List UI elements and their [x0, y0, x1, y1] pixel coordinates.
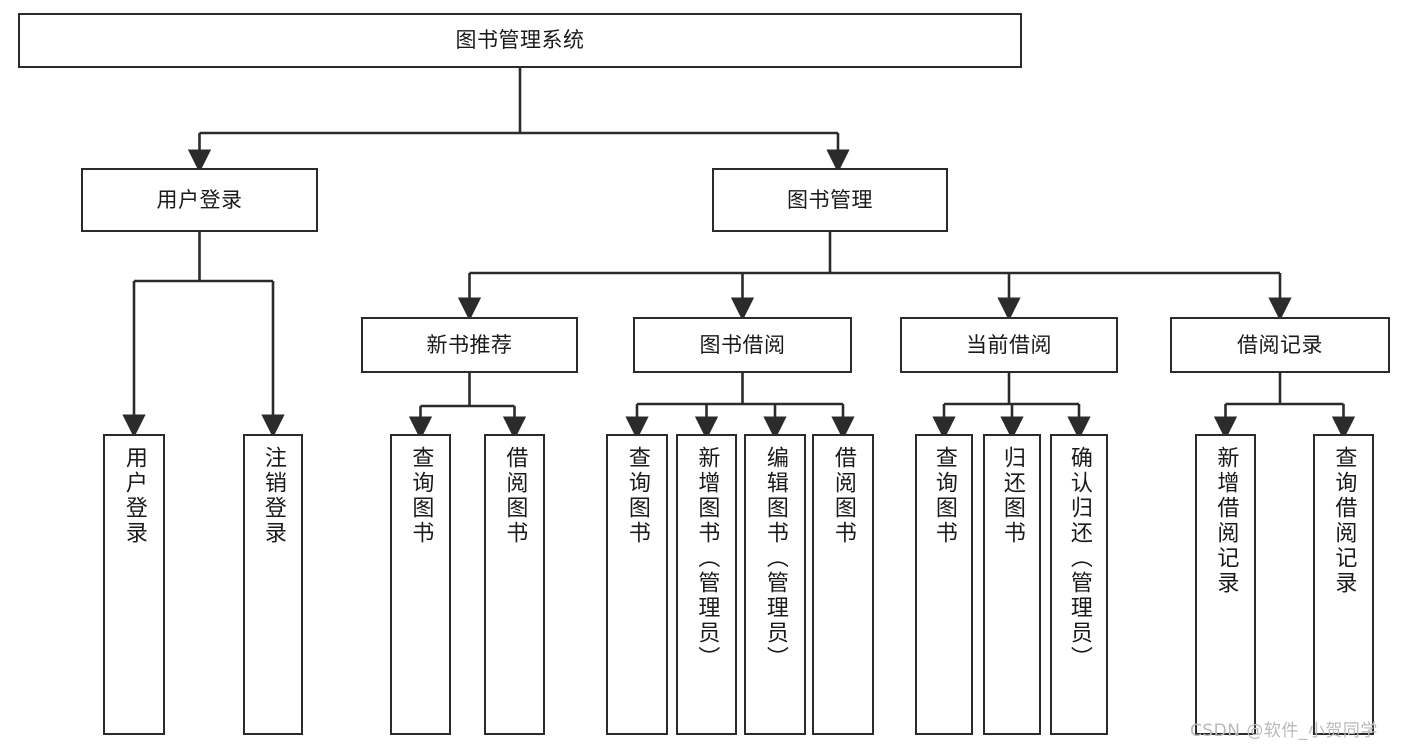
node-leaf-11[interactable]: 新增借阅记录	[1195, 434, 1256, 735]
node-level3-1[interactable]: 图书借阅	[633, 317, 852, 373]
node-level3-2-label: 当前借阅	[966, 332, 1052, 357]
node-level2-0-label: 用户登录	[156, 187, 243, 212]
node-leaf-5[interactable]: 新增图书（管理员）	[676, 434, 737, 735]
node-level2-1-label: 图书管理	[787, 187, 873, 212]
node-leaf-12-label: 查询借阅记录	[1331, 446, 1357, 596]
node-leaf-10[interactable]: 确认归还（管理员）	[1050, 434, 1108, 735]
edges-borrow-record	[1213, 373, 1356, 440]
node-level3-2[interactable]: 当前借阅	[900, 317, 1118, 373]
edges-new-book	[408, 373, 527, 440]
edges-book-manage	[457, 232, 1292, 321]
node-level3-3[interactable]: 借阅记录	[1170, 317, 1390, 373]
node-root[interactable]: 图书管理系统	[18, 13, 1022, 68]
node-leaf-7[interactable]: 借阅图书	[812, 434, 874, 735]
node-leaf-3[interactable]: 借阅图书	[484, 434, 545, 735]
node-leaf-2-label: 查询图书	[408, 446, 434, 546]
node-leaf-0[interactable]: 用户登录	[103, 434, 165, 735]
node-leaf-4-label: 查询图书	[624, 446, 650, 546]
node-level3-0-label: 新书推荐	[426, 332, 513, 357]
node-level3-1-label: 图书借阅	[699, 332, 786, 357]
edges-root	[187, 68, 850, 173]
node-level3-0[interactable]: 新书推荐	[361, 317, 578, 373]
node-leaf-0-label: 用户登录	[121, 446, 147, 546]
node-leaf-8[interactable]: 查询图书	[915, 434, 973, 735]
node-leaf-12[interactable]: 查询借阅记录	[1313, 434, 1374, 735]
node-leaf-11-label: 新增借阅记录	[1213, 446, 1239, 596]
node-leaf-10-label: 确认归还（管理员）	[1066, 446, 1092, 671]
node-root-label: 图书管理系统	[455, 28, 585, 53]
node-leaf-6[interactable]: 编辑图书（管理员）	[744, 434, 806, 735]
node-level2-0[interactable]: 用户登录	[81, 168, 318, 232]
node-leaf-3-label: 借阅图书	[502, 446, 528, 546]
node-leaf-1-label: 注销登录	[260, 446, 286, 546]
node-level2-1[interactable]: 图书管理	[712, 168, 948, 232]
node-leaf-4[interactable]: 查询图书	[606, 434, 668, 735]
edges-user-login	[122, 232, 285, 438]
node-leaf-7-label: 借阅图书	[830, 446, 856, 546]
edges-current-borrow	[932, 373, 1091, 440]
node-leaf-1[interactable]: 注销登录	[243, 434, 303, 735]
edges-book-borrow	[625, 373, 855, 440]
node-leaf-9[interactable]: 归还图书	[983, 434, 1041, 735]
node-leaf-2[interactable]: 查询图书	[390, 434, 451, 735]
node-leaf-9-label: 归还图书	[999, 446, 1025, 546]
node-leaf-5-label: 新增图书（管理员）	[694, 446, 720, 671]
node-level3-3-label: 借阅记录	[1237, 332, 1323, 357]
node-leaf-6-label: 编辑图书（管理员）	[762, 446, 788, 671]
node-leaf-8-label: 查询图书	[931, 446, 957, 546]
